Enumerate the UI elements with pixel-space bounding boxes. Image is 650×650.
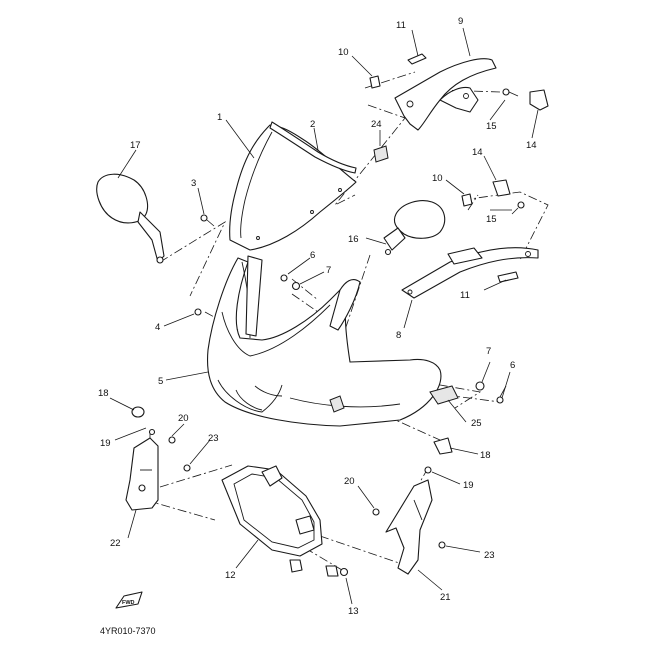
callout-23-right: 23: [484, 550, 495, 561]
callout-20-right: 20: [344, 476, 355, 487]
washer-7-right: [475, 381, 485, 391]
callout-6-upper: 6: [310, 250, 315, 261]
callout-5: 5: [158, 376, 163, 387]
washer-7-upper: [291, 281, 301, 291]
callout-24: 24: [371, 119, 382, 130]
forward-arrow-icon: FWD: [115, 591, 143, 609]
screw-4: [194, 308, 202, 316]
bolt-10-upper: [369, 75, 381, 89]
bolt-13: [339, 567, 349, 577]
callout-22: 22: [110, 538, 121, 549]
headlight-frame: [221, 465, 339, 577]
callout-7-right: 7: [486, 346, 491, 357]
diagram-code: 4YR010-7370: [100, 626, 156, 636]
callout-2: 2: [310, 119, 315, 130]
clip-lower: [492, 179, 511, 197]
pad-25: [429, 385, 459, 405]
callout-1: 1: [217, 112, 222, 123]
callout-21: 21: [440, 592, 451, 603]
fwd-label: FWD: [122, 600, 135, 606]
callout-16: 16: [348, 234, 359, 245]
callout-8: 8: [396, 330, 401, 341]
callout-19-right: 19: [463, 480, 474, 491]
callout-6-right: 6: [510, 360, 515, 371]
callout-4: 4: [155, 322, 160, 333]
clip-upper: [529, 89, 549, 111]
strip-upper: [407, 53, 427, 65]
callout-17: 17: [130, 140, 141, 151]
callout-14-upper: 14: [526, 140, 537, 151]
strip-lower: [497, 271, 519, 283]
callout-23-left: 23: [208, 433, 219, 444]
windscreen: [229, 124, 357, 251]
callout-20-left: 20: [178, 413, 189, 424]
callout-11-lower: 11: [460, 290, 470, 301]
mirror-left: [96, 173, 165, 264]
callout-12: 12: [225, 570, 236, 581]
bolt-10-lower: [461, 193, 473, 207]
callout-10-lower: 10: [432, 173, 443, 184]
mirror-right: [383, 200, 446, 256]
bracket-upper: [394, 58, 497, 131]
assembly-lines: [144, 71, 549, 571]
callout-19-left: 19: [100, 438, 111, 449]
callout-13: 13: [348, 606, 359, 617]
screw-3: [200, 214, 215, 227]
callout-18-right: 18: [480, 450, 491, 461]
callout-7-upper: 7: [326, 265, 331, 276]
leader-lines: [109, 27, 539, 605]
callout-25: 25: [471, 418, 482, 429]
callout-3: 3: [191, 178, 196, 189]
bracket-lower: [401, 247, 539, 299]
callout-10-upper: 10: [338, 47, 349, 58]
bolt-15-lower: [511, 201, 525, 215]
callout-15-upper: 15: [486, 121, 497, 132]
callout-9: 9: [458, 16, 463, 27]
stay-right: [372, 466, 446, 575]
washer-18-left: [131, 406, 145, 418]
inner-panel: [245, 255, 361, 337]
callout-14-lower: 14: [472, 147, 483, 158]
screw-6-upper: [280, 274, 288, 282]
bolt-15-upper: [502, 88, 519, 97]
callout-18-left: 18: [98, 388, 109, 399]
callout-labels: 1 2 3 4 5 6 7 8 9 10 11 15 14 14 15 10 1…: [98, 16, 537, 617]
washer-18-right: [433, 437, 453, 455]
windscreen-trim: [269, 121, 357, 174]
callout-15-lower: 15: [486, 214, 497, 225]
upper-cowling: [206, 257, 442, 427]
stay-left: [125, 428, 191, 511]
pad-24: [373, 145, 389, 163]
callout-11-upper: 11: [396, 20, 406, 31]
